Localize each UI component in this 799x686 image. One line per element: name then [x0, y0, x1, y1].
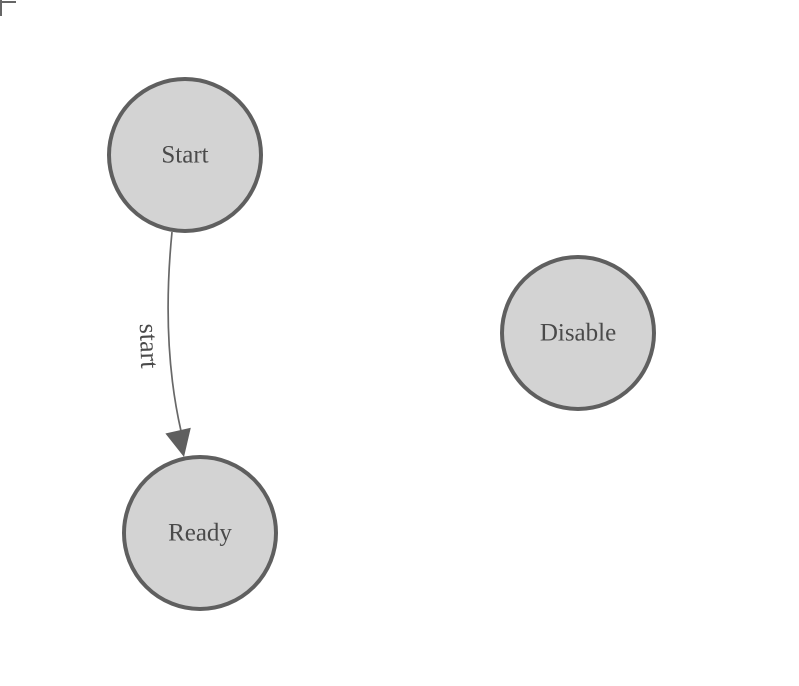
state-label: Start [161, 142, 208, 169]
transition-start-to-ready[interactable]: start [134, 231, 191, 457]
state-label: Disable [540, 320, 616, 347]
state-node-disable[interactable]: Disable [500, 255, 656, 411]
canvas-origin-corner-mark [0, 0, 16, 16]
transition-curve [167, 231, 182, 432]
state-node-ready[interactable]: Ready [122, 455, 278, 611]
arrowhead-icon [165, 427, 191, 457]
state-circle [122, 455, 278, 611]
transition-label: start [134, 323, 165, 370]
state-node-start[interactable]: Start [107, 77, 263, 233]
state-circle [107, 77, 263, 233]
state-circle [500, 255, 656, 411]
state-label: Ready [168, 520, 232, 547]
